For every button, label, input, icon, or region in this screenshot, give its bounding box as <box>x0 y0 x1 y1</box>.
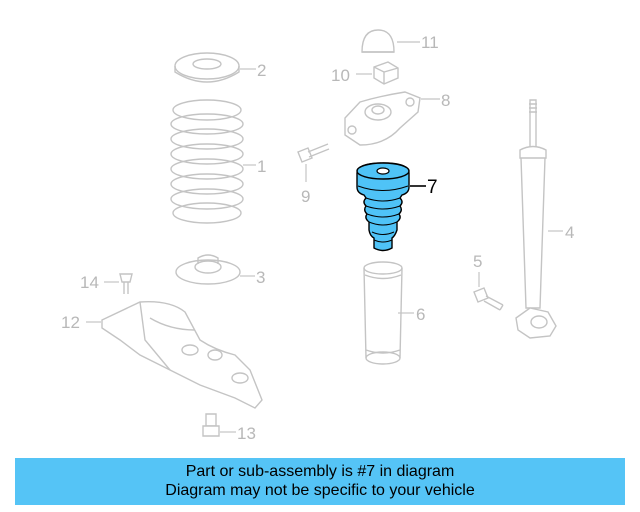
part-12-control-arm[interactable] <box>101 301 263 409</box>
callout-4[interactable]: 4 <box>565 223 574 242</box>
part-5-bolt[interactable] <box>473 287 504 311</box>
part-4-shock-absorber[interactable] <box>515 99 557 339</box>
callout-13[interactable]: 13 <box>237 424 256 443</box>
parts-diagram: 2 1 3 14 12 13 <box>61 29 574 443</box>
callout-10[interactable]: 10 <box>331 66 350 85</box>
part-1-coil-spring[interactable] <box>170 99 244 224</box>
callout-5[interactable]: 5 <box>473 252 482 271</box>
callout-1[interactable]: 1 <box>257 157 266 176</box>
banner-line-1: Part or sub-assembly is #7 in diagram <box>185 463 455 480</box>
callout-3[interactable]: 3 <box>256 268 265 287</box>
part-11-dust-cap[interactable] <box>361 29 395 53</box>
part-10-nut[interactable] <box>373 61 399 85</box>
callout-11[interactable]: 11 <box>421 33 439 52</box>
part-14-clip[interactable] <box>119 273 133 294</box>
callout-6[interactable]: 6 <box>416 305 425 324</box>
part-2-spring-seat[interactable] <box>174 52 240 83</box>
part-13-bolt[interactable] <box>202 413 220 437</box>
part-9-bolt[interactable] <box>297 143 330 163</box>
callout-8[interactable]: 8 <box>441 91 450 110</box>
callout-14[interactable]: 14 <box>80 273 99 292</box>
info-banner: Part or sub-assembly is #7 in diagram Di… <box>15 458 625 505</box>
part-7-bump-stop[interactable] <box>356 162 410 252</box>
banner-line-2: Diagram may not be specific to your vehi… <box>165 482 475 499</box>
callout-9[interactable]: 9 <box>301 187 310 206</box>
part-3-lower-spring-seat[interactable] <box>175 254 241 285</box>
part-8-strut-mount[interactable] <box>344 91 421 146</box>
callout-2[interactable]: 2 <box>257 61 266 80</box>
part-6-dust-boot[interactable] <box>363 261 403 365</box>
callout-12[interactable]: 12 <box>61 313 80 332</box>
callout-7[interactable]: 7 <box>427 177 438 198</box>
